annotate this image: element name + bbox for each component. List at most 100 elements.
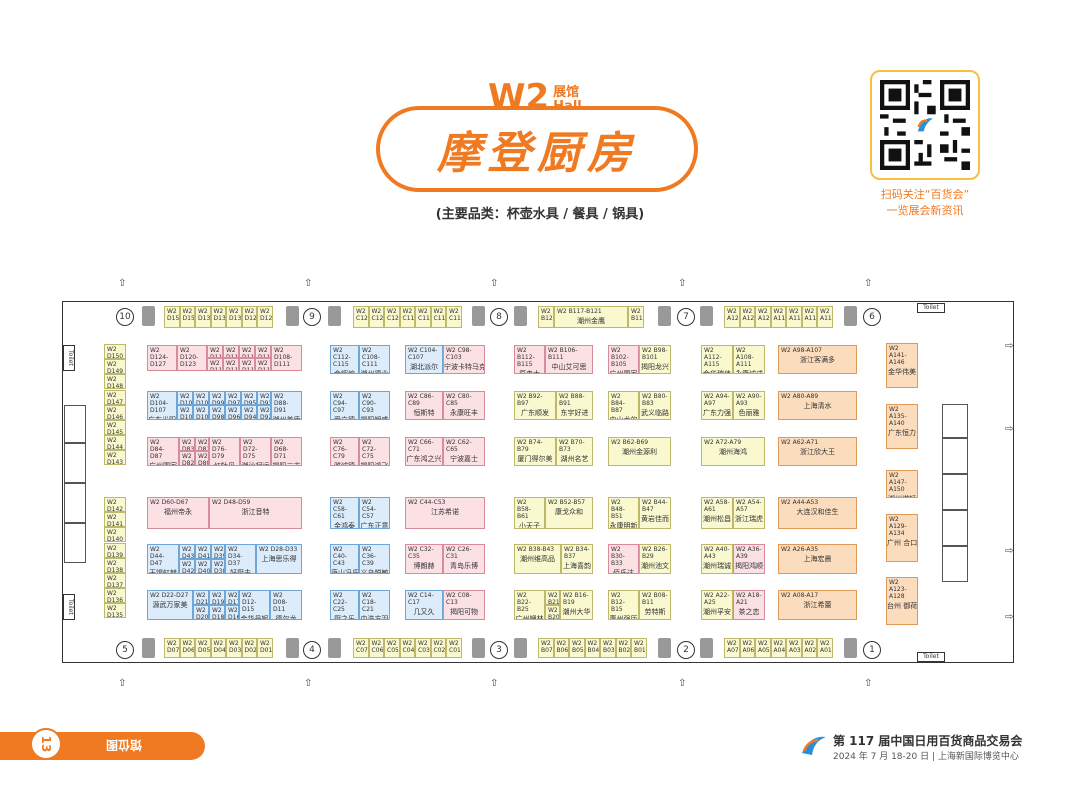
booth[interactable]: W2 D131 (210, 306, 226, 328)
booth[interactable]: W2 D18 (209, 605, 225, 620)
booth[interactable]: W2 D146 (104, 404, 126, 420)
booth[interactable]: W2 D02 (241, 638, 257, 658)
booth[interactable]: W2 A07 (724, 638, 740, 658)
booth[interactable]: W2 D153 (179, 306, 195, 328)
booth[interactable]: W2 D119 (207, 345, 223, 358)
booth[interactable]: W2 D145 (104, 420, 126, 435)
booth[interactable]: W2 D103 (177, 391, 193, 405)
booth[interactable]: W2 D05 (195, 638, 211, 658)
booth[interactable]: W2 C118 (415, 306, 431, 328)
booth[interactable]: W2 C02 (430, 638, 446, 658)
booth[interactable]: W2 D138 (104, 557, 126, 573)
booth[interactable]: W2 D108-D111金华瑞泰 (271, 345, 302, 371)
booth[interactable]: W2 D99 (209, 391, 225, 405)
booth[interactable]: W2 D16 (225, 605, 239, 620)
booth[interactable]: W2 D143 (104, 450, 126, 466)
booth[interactable]: W2 D115 (239, 345, 255, 358)
booth[interactable]: W2 D139 (104, 542, 126, 558)
booth[interactable]: W2 D98 (209, 405, 225, 420)
booth[interactable]: W2 C120 (384, 306, 400, 328)
booth[interactable]: W2 D129 (241, 306, 257, 328)
booth[interactable]: W2 D114 (239, 358, 255, 371)
qr-code-card[interactable] (870, 70, 980, 180)
booth[interactable]: W2 D137 (104, 573, 126, 588)
booth[interactable]: W2 D150 (104, 344, 126, 359)
booth[interactable]: W2 B07 (538, 638, 554, 658)
booth[interactable]: W2 D39 (211, 544, 225, 559)
booth[interactable]: W2 D120-D123潮州三华 (177, 345, 207, 371)
booth[interactable]: W2 D83 (179, 437, 195, 451)
booth[interactable]: W2 B20 (545, 605, 560, 620)
booth[interactable]: W2 B06 (553, 638, 569, 658)
booth[interactable]: W2 D132 (195, 306, 211, 328)
booth[interactable]: W2 D100 (193, 405, 209, 420)
booth[interactable]: W2 D94 (241, 405, 257, 420)
booth[interactable]: W2 B02 (615, 638, 631, 658)
booth[interactable]: W2 D82 (179, 451, 195, 466)
booth[interactable]: W2 B122 (538, 306, 554, 328)
booth[interactable]: W2 D130 (226, 306, 242, 328)
booth[interactable]: W2 A122 (724, 306, 740, 328)
booth[interactable]: W2 D141 (104, 512, 126, 528)
booth[interactable]: W2 D116 (223, 358, 239, 371)
booth[interactable]: W2 A118 (786, 306, 802, 328)
booth[interactable]: W2 A02 (801, 638, 817, 658)
booth[interactable]: W2 D42 (179, 559, 195, 574)
booth[interactable]: W2 D04 (210, 638, 226, 658)
booth[interactable]: W2 A116 (817, 306, 833, 328)
booth[interactable]: W2 D38 (211, 559, 225, 574)
booth[interactable]: W2 A06 (739, 638, 755, 658)
booth[interactable]: W2 D154 (164, 306, 180, 328)
booth[interactable]: W2 D124-D127揭阳祺丰 (147, 345, 177, 371)
booth[interactable]: W2 A147-A150潮州诺轩 (886, 470, 918, 498)
booth[interactable]: W2 D81 (195, 437, 209, 451)
booth[interactable]: W2 A04 (770, 638, 786, 658)
